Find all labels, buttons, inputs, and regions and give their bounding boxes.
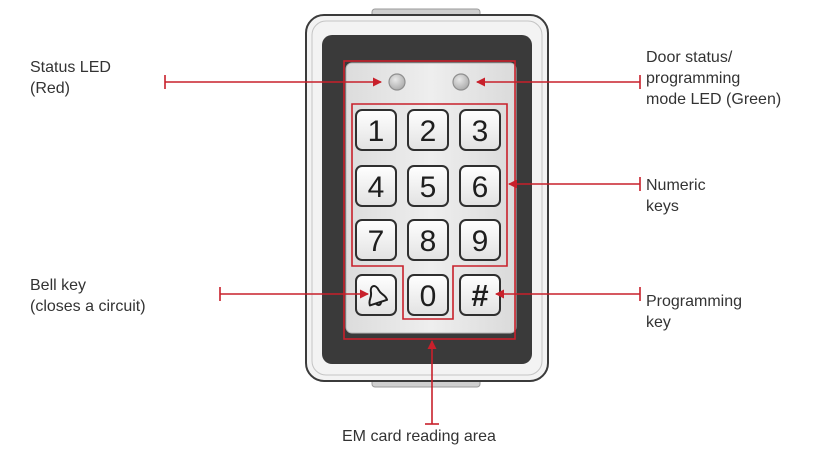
key-label: 5: [420, 171, 437, 204]
key-hash: #: [459, 274, 501, 316]
key-3: 3: [459, 109, 501, 151]
key-2: 2: [407, 109, 449, 151]
key-label: 9: [472, 225, 489, 258]
bell-icon: [368, 285, 389, 307]
key-label: 3: [472, 115, 489, 148]
callout-numeric-keys: Numeric keys: [646, 175, 706, 217]
callout-line: keys: [646, 198, 679, 215]
callout-bell-key: Bell key (closes a circuit): [30, 275, 146, 317]
key-label: 2: [420, 115, 437, 148]
door-status-led: [452, 73, 470, 91]
key-1: 1: [355, 109, 397, 151]
keypad-device: 1 2 3 4 5 6 7 8 9 0 #: [305, 8, 549, 388]
callout-line: programming: [646, 70, 741, 87]
status-led: [388, 73, 406, 91]
key-grid: 1 2 3 4 5 6 7 8 9 0 #: [355, 109, 501, 316]
key-7: 7: [355, 219, 397, 261]
key-4: 4: [355, 165, 397, 207]
key-8: 8: [407, 219, 449, 261]
numeric-keys-outline: [351, 103, 508, 320]
callout-line: mode LED (Green): [646, 91, 782, 108]
callout-status-led: Status LED (Red): [30, 57, 111, 99]
key-label: 6: [472, 171, 489, 204]
key-5: 5: [407, 165, 449, 207]
callout-line: Door status/: [646, 49, 733, 66]
callout-line: EM card reading area: [342, 428, 496, 445]
callout-card-area: EM card reading area: [342, 426, 496, 447]
key-9: 9: [459, 219, 501, 261]
callout-line: Bell key: [30, 277, 87, 294]
key-label: 8: [420, 225, 437, 258]
callout-line: (closes a circuit): [30, 298, 146, 315]
key-label: 1: [368, 115, 385, 148]
key-label: 7: [368, 225, 385, 258]
key-6: 6: [459, 165, 501, 207]
callout-line: Programming: [646, 293, 743, 310]
annotation-layer: [164, 60, 641, 425]
key-0: 0: [407, 274, 449, 316]
key-label: 0: [420, 280, 437, 313]
card-reading-area-outline: [343, 60, 516, 340]
callout-door-led: Door status/ programming mode LED (Green…: [646, 47, 781, 110]
callout-programming-key: Programming key: [646, 291, 742, 333]
key-bell: [355, 274, 397, 316]
key-label: #: [471, 278, 488, 313]
callout-line: (Red): [30, 80, 71, 97]
callout-line: Numeric: [646, 177, 706, 194]
callout-line: key: [646, 314, 671, 331]
callout-line: Status LED: [30, 59, 111, 76]
key-label: 4: [368, 171, 385, 204]
